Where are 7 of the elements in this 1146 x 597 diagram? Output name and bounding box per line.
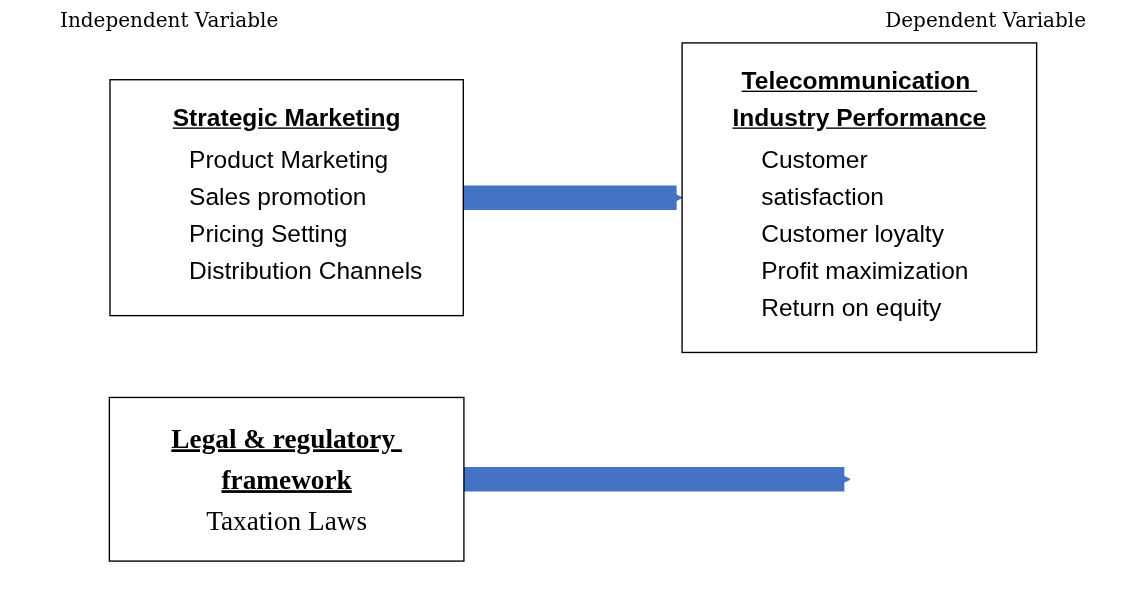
column-heading: Independent Variable: [60, 8, 279, 32]
variable-box: Legal & regulatory framework Taxation Laws: [108, 396, 465, 562]
variable-box: Telecommunication Industry Performance Customer satisfaction Customer loyalty Profit maximization Return on equity: [681, 42, 1038, 354]
block-arrow: [463, 185, 683, 210]
block-arrow: [463, 467, 851, 492]
variable-box: Strategic Marketing Product Marketing Sales promotion Pricing Setting Distribution Channels: [109, 79, 464, 317]
column-heading: Dependent Variable: [885, 8, 1086, 32]
